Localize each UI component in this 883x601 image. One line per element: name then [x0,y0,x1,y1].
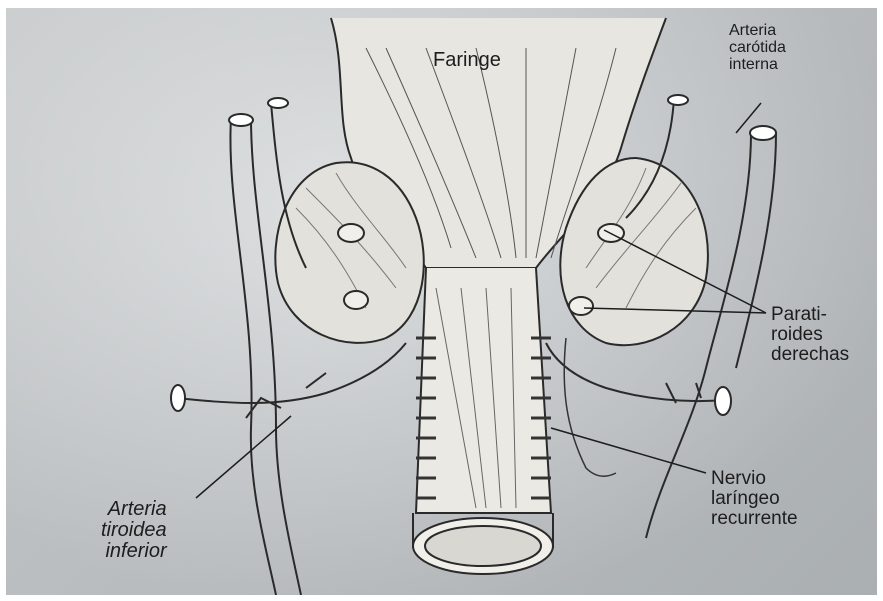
anatomy-figure-photo: Faringe Arteria carótida interna Parati-… [6,8,877,595]
left-inferior-thyroid-artery [176,343,406,403]
label-arteria-carotida-interna: Arteria carótida interna [729,23,786,73]
label-paratiroides-derechas: Parati- roides derechas [771,305,849,365]
left-carotid-artery [230,118,301,595]
left-upper-parathyroid [338,224,364,242]
label-faringe: Faringe [433,50,501,71]
left-thyroid-lobe [275,162,423,343]
trachea-shape [416,268,551,513]
label-nervio-laringeo-recurrente: Nervio laríngeo recurrente [711,469,798,529]
label-arteria-tiroidea-inferior: Arteria tiroidea inferior [101,499,167,562]
recurrent-laryngeal-nerve [564,338,616,476]
left-lower-parathyroid [344,291,368,309]
right-lower-parathyroid [569,297,593,315]
